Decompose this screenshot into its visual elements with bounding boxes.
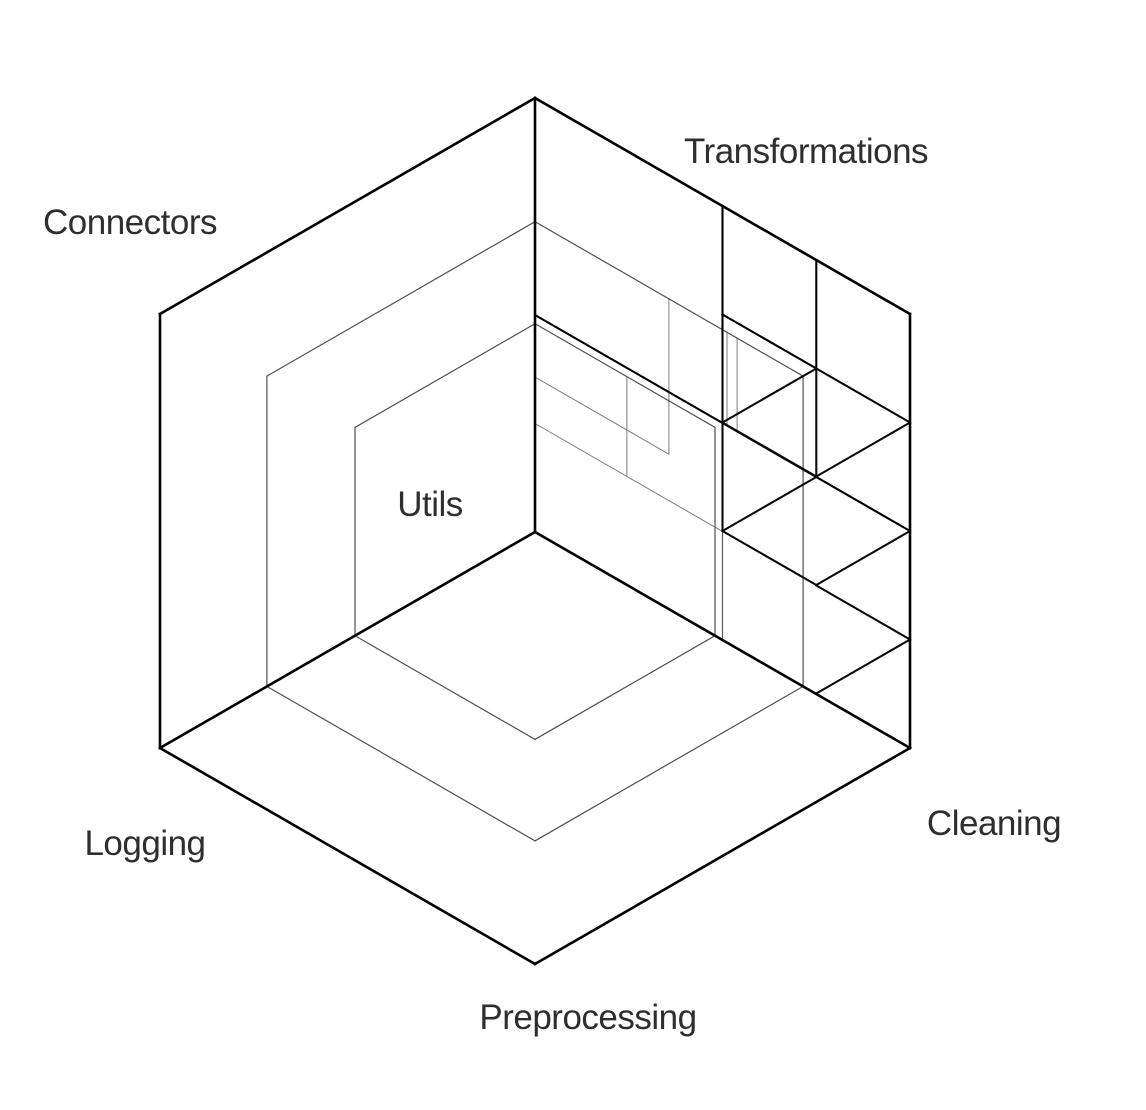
label-preprocessing: Preprocessing — [479, 998, 696, 1037]
segment-group-boxes-thick — [721, 367, 912, 695]
module-labels: Connectors Transformations Utils Cleanin… — [43, 132, 1062, 1037]
cube-wireframe — [158, 96, 912, 966]
label-transformations: Transformations — [684, 132, 928, 171]
segment-group-rings — [266, 220, 804, 842]
label-logging: Logging — [84, 824, 205, 863]
label-connectors: Connectors — [43, 203, 217, 242]
segment-group-outer — [158, 96, 912, 966]
segment-group-partitions-thin — [534, 298, 817, 587]
label-cleaning: Cleaning — [927, 804, 1061, 843]
label-utils: Utils — [397, 485, 463, 524]
